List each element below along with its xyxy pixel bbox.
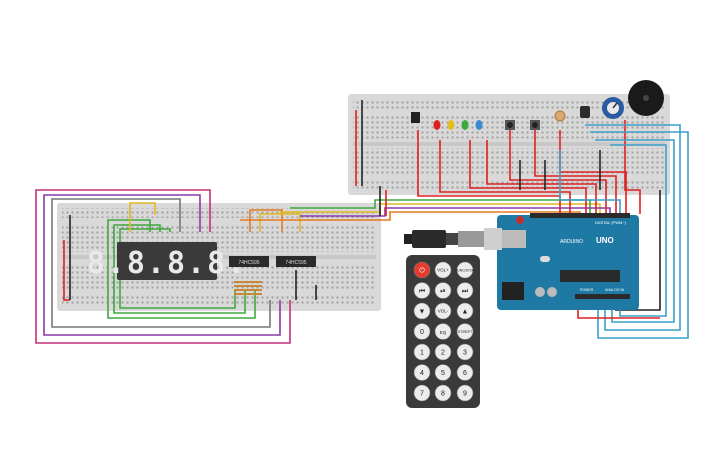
reset-button[interactable] — [516, 216, 524, 224]
remote-button-label: FUNC/STOP — [455, 269, 475, 273]
remote-button-row6-1[interactable]: 5 — [434, 364, 452, 381]
remote-button-row6-2[interactable]: 6 — [456, 364, 474, 381]
remote-button-label: 1 — [420, 350, 424, 357]
chip-left-label: 74HC595 — [238, 260, 259, 266]
remote-button-label: 8 — [441, 391, 445, 398]
remote-button-row1-1[interactable]: VOL+ — [434, 261, 452, 279]
remote-button-row1-2[interactable]: FUNC/STOP — [455, 261, 476, 279]
remote-button-row5-0[interactable]: 1 — [413, 343, 431, 361]
ir-receiver[interactable] — [411, 112, 420, 123]
remote-button-label: 4 — [420, 370, 424, 377]
arduino-digital-label: DIGITAL (PWM~) — [595, 220, 627, 225]
remote-button-label: ⏻ — [419, 267, 425, 275]
remote-button-row4-0[interactable]: 0 — [413, 323, 431, 340]
shift-register-left[interactable]: 74HC595 — [229, 256, 269, 267]
remote-button-row4-1[interactable]: EQ — [434, 323, 452, 340]
remote-button-label: 2 — [441, 350, 445, 357]
led-1[interactable] — [447, 120, 455, 130]
led-0[interactable] — [433, 120, 441, 130]
resistor-array[interactable] — [234, 281, 262, 295]
remote-button-row2-1[interactable]: ⏯ — [434, 282, 452, 299]
led-2[interactable] — [461, 120, 469, 130]
remote-button-label: ⏭ — [462, 288, 469, 295]
remote-button-row1-0[interactable]: ⏻ — [413, 261, 431, 279]
arduino-model: UNO — [596, 236, 614, 245]
usb-cable[interactable] — [404, 228, 502, 250]
remote-button-row7-1[interactable]: 8 — [434, 384, 452, 402]
tilt-sensor[interactable] — [580, 106, 590, 118]
remote-button-row5-2[interactable]: 3 — [456, 343, 474, 361]
remote-button-row7-2[interactable]: 9 — [456, 384, 474, 402]
remote-button-label: ▲ — [462, 309, 469, 316]
remote-button-label: ⏯ — [440, 288, 446, 295]
remote-button-label: 3 — [463, 350, 467, 357]
remote-button-row4-2[interactable]: ST/REPT — [456, 323, 474, 340]
remote-button-row3-1[interactable]: VOL- — [434, 302, 452, 320]
remote-button-label: 9 — [463, 391, 467, 398]
led-group[interactable] — [433, 120, 483, 130]
potentiometer[interactable] — [602, 97, 624, 119]
remote-button-label: 5 — [441, 370, 445, 377]
remote-button-label: 6 — [463, 370, 467, 377]
remote-button-label: ▼ — [419, 309, 426, 316]
remote-button-label: 7 — [420, 391, 424, 398]
ir-remote[interactable]: ⏻ VOL+ FUNC/STOP ⏮ ⏯ ⏭ ▼ VOL- ▲ 0 EQ ST/REPT 1 2 3 4 5 6 7… — [406, 255, 480, 408]
remote-button-label: ⏮ — [419, 288, 425, 295]
remote-button-label: ST/REPT — [458, 330, 472, 334]
arduino-uno-board[interactable]: DIGITAL (PWM~) ARDUINO UNO POWER ANALOG … — [497, 213, 639, 310]
remote-button-label: 0 — [420, 329, 424, 336]
remote-button-row3-0[interactable]: ▼ — [413, 302, 431, 320]
remote-button-label: VOL- — [438, 309, 449, 314]
arduino-power-label: POWER — [580, 288, 594, 292]
remote-button-label: EQ — [440, 330, 447, 335]
remote-button-row2-2[interactable]: ⏭ — [456, 282, 474, 299]
photoresistor[interactable] — [554, 110, 566, 122]
seven-segment-display[interactable]: 8.8.8.8. — [87, 242, 248, 281]
shift-register-right[interactable]: 74HC595 — [276, 256, 316, 267]
push-buttons[interactable] — [505, 120, 540, 130]
arduino-analog-label: ANALOG IN — [605, 288, 625, 292]
remote-button-row2-0[interactable]: ⏮ — [413, 282, 431, 299]
remote-button-label: VOL+ — [437, 268, 449, 273]
chip-right-label: 74HC595 — [285, 260, 306, 266]
remote-button-row6-0[interactable]: 4 — [413, 364, 431, 381]
remote-button-row7-0[interactable]: 7 — [413, 384, 431, 402]
remote-button-row3-2[interactable]: ▲ — [456, 302, 474, 320]
arduino-brand: ARDUINO — [560, 239, 583, 245]
display-digits: 8.8.8.8. — [87, 246, 248, 281]
led-3[interactable] — [475, 120, 483, 130]
remote-button-row5-1[interactable]: 2 — [434, 343, 452, 361]
buzzer-icon[interactable] — [628, 80, 664, 116]
